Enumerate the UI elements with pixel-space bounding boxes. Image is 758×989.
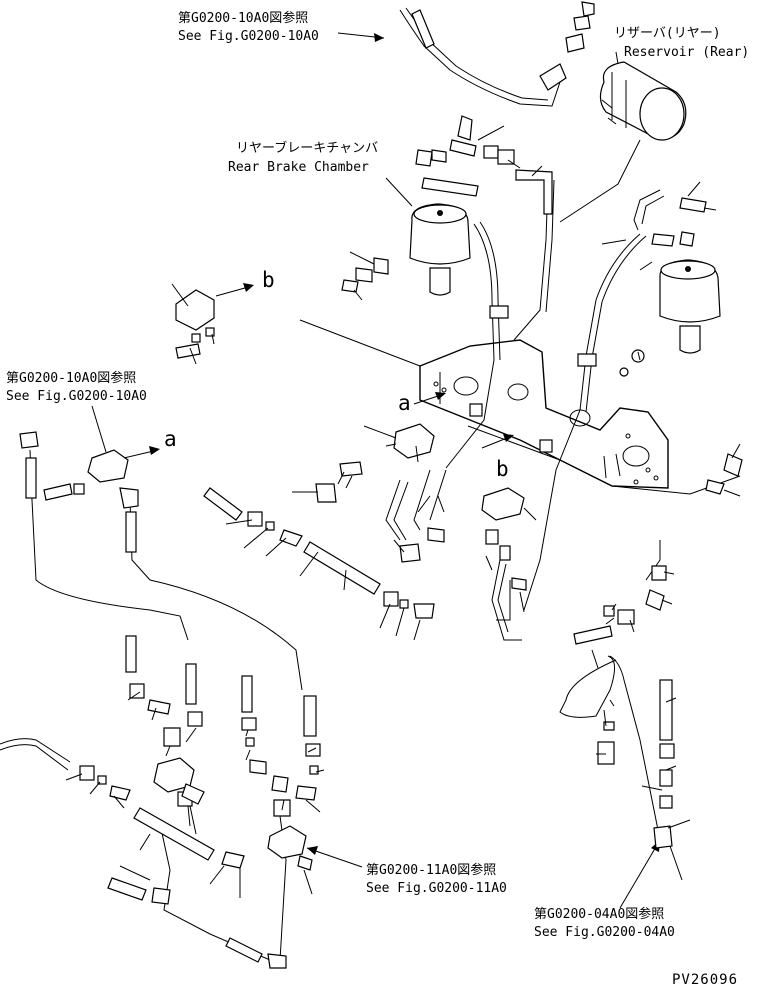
callouts: b a a b xyxy=(123,268,514,481)
fittings xyxy=(19,115,743,969)
reservoir-label-jp: リザーバ(リヤー) xyxy=(614,26,721,41)
reservoir-rear xyxy=(559,51,687,223)
chamber-label-jp: リヤーブレーキチャンバ xyxy=(236,140,378,156)
reservoir-label-en: Reservoir (Rear) xyxy=(624,45,749,60)
reference-top-jp: 第G0200-10A0図参照 xyxy=(178,10,308,26)
rear-brake-chamber-left xyxy=(385,177,471,296)
callout-b-frame: b xyxy=(496,457,509,481)
reservoir-label: リザーバ(リヤー) Reservoir (Rear) xyxy=(614,26,749,60)
axle-frame xyxy=(299,319,741,495)
air-pipes xyxy=(0,1,707,961)
reference-left-en: See Fig.G0200-10A0 xyxy=(6,389,147,404)
leader-lines xyxy=(65,99,741,898)
reference-bottom: 第G0200-04A0図参照 See Fig.G0200-04A0 xyxy=(534,839,675,940)
reference-top-en: See Fig.G0200-10A0 xyxy=(178,29,319,44)
reference-bottom-jp: 第G0200-04A0図参照 xyxy=(534,906,664,922)
chamber-label: リヤーブレーキチャンバ Rear Brake Chamber xyxy=(228,140,378,175)
drawing-number: PV26096 xyxy=(672,972,738,988)
reference-left: 第G0200-10A0図参照 See Fig.G0200-10A0 xyxy=(6,370,147,453)
callout-b-upper: b xyxy=(262,268,275,292)
reference-top: 第G0200-10A0図参照 See Fig.G0200-10A0 xyxy=(178,10,385,44)
callout-a-left: a xyxy=(164,427,177,451)
chamber-label-en: Rear Brake Chamber xyxy=(228,160,369,175)
reference-mid-jp: 第G0200-11A0図参照 xyxy=(366,862,496,878)
reference-mid: 第G0200-11A0図参照 See Fig.G0200-11A0 xyxy=(306,846,507,896)
reference-mid-en: See Fig.G0200-11A0 xyxy=(366,881,507,896)
rear-brake-chamber-right xyxy=(659,259,721,354)
reference-left-jp: 第G0200-10A0図参照 xyxy=(6,370,136,386)
callout-a-frame: a xyxy=(398,391,411,415)
reference-bottom-en: See Fig.G0200-04A0 xyxy=(534,925,675,940)
